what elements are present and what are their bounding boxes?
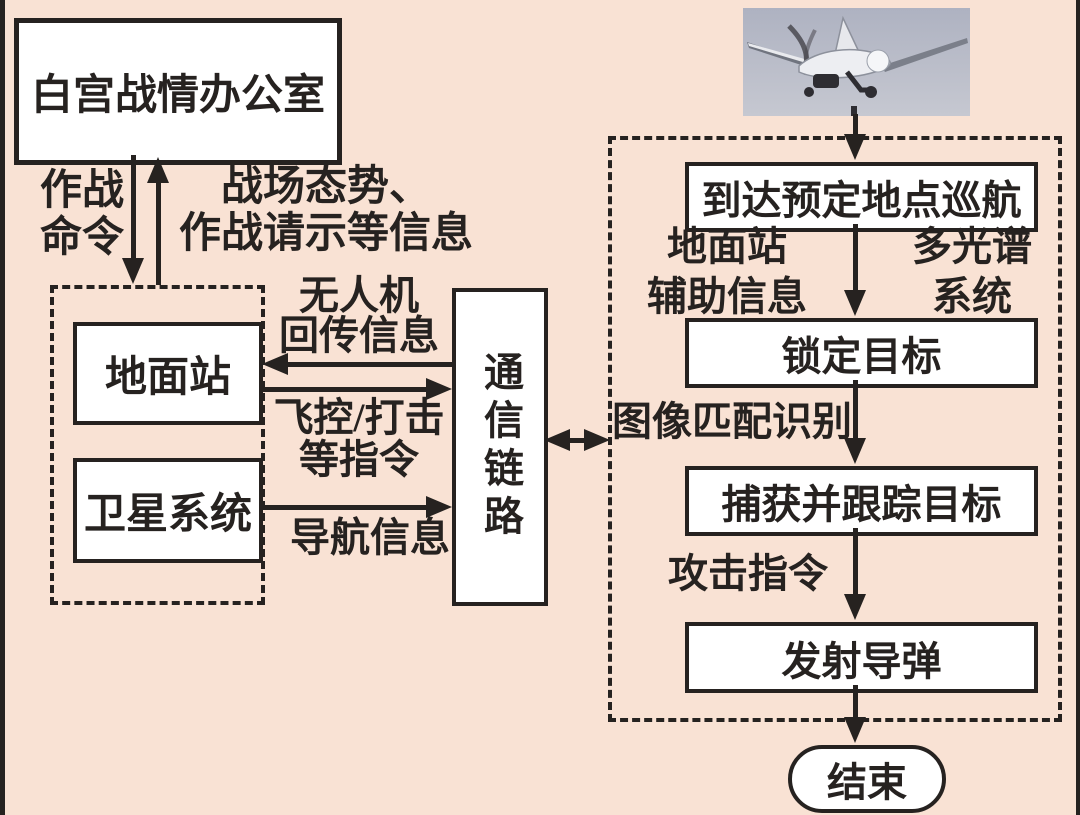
- edge-label-line: 飞控/打击: [273, 395, 445, 440]
- arrow-cruise-lock-line: [853, 224, 858, 292]
- edge-label-attack-command: 攻击指令: [668, 551, 838, 597]
- edge-label-ground-station-aux: 地面站 辅助信息: [645, 222, 809, 322]
- edge-label-line: 系统: [932, 274, 1012, 319]
- frame-right-edge: [1076, 0, 1080, 815]
- arrow-photo-cruise-head: [844, 134, 866, 160]
- edge-label-line: 战场态势、: [220, 164, 431, 210]
- node-label: 通信链路: [478, 351, 523, 543]
- uav-gear-wheel: [865, 86, 877, 98]
- uav-gear-wheel2: [804, 87, 814, 97]
- node-white-house-situation-office: 白宫战情办公室: [14, 18, 342, 165]
- frame-left-edge: [0, 0, 5, 815]
- edge-label-line: 作战请示等信息: [178, 211, 473, 258]
- datalink-left-head: [544, 429, 570, 451]
- uav-photo: [743, 8, 970, 116]
- node-label: 卫星系统: [83, 492, 252, 538]
- edge-label-uav-downlink: 无人机 回传信息: [268, 276, 450, 356]
- node-launch-missile: 发射导弹: [685, 622, 1038, 693]
- uav-gear-strut: [851, 106, 857, 116]
- edge-label-multispectral-system: 多光谱 系统: [890, 222, 1054, 322]
- arrow-command-down-line: [131, 155, 136, 265]
- node-satellite-system: 卫星系统: [73, 458, 263, 563]
- edge-label-navigation-info: 导航信息: [285, 515, 455, 561]
- group-ground-segment: [50, 285, 265, 605]
- edge-label-line: 辅助信息: [647, 274, 807, 319]
- arrow-flight-strike-line: [262, 387, 428, 392]
- node-label: 发射导弹: [781, 638, 942, 684]
- edge-label-flight-strike-cmd: 飞控/打击 等指令: [266, 397, 452, 481]
- arrow-capture-launch-head: [844, 594, 866, 620]
- arrow-lock-capture-head: [844, 438, 866, 464]
- node-end: 结束: [788, 745, 946, 813]
- edge-label-line: 无人机: [299, 273, 419, 318]
- edge-label-line: 命令: [39, 215, 124, 262]
- arrow-photo-cruise-line: [853, 114, 858, 136]
- edge-label-line: 导航信息: [290, 515, 450, 560]
- arrow-report-up-head: [147, 157, 169, 183]
- node-label: 锁定目标: [781, 334, 942, 379]
- node-label: 结束: [827, 760, 907, 805]
- edge-label-line: 图像匹配识别: [612, 399, 852, 444]
- datalink-right-head: [584, 429, 610, 451]
- edge-label-line: 多光谱: [912, 224, 1032, 269]
- arrow-uav-downlink-head: [262, 353, 288, 375]
- edge-label-line: 回传信息: [279, 313, 439, 358]
- arrow-launch-end-line: [853, 685, 858, 719]
- arrow-uav-downlink-line: [286, 362, 452, 367]
- edge-label-image-matching: 图像匹配识别: [612, 399, 862, 445]
- arrow-navigation-head: [426, 496, 452, 518]
- node-capture-track-target: 捕获并跟踪目标: [685, 466, 1038, 536]
- node-ground-station: 地面站: [73, 322, 263, 425]
- arrow-cruise-lock-head: [844, 290, 866, 316]
- datalink-dashed-line: [568, 438, 586, 443]
- group-uav-mission-flow: [608, 136, 1062, 722]
- edge-label-line: 地面站: [667, 224, 787, 269]
- uav-right-wing: [881, 38, 968, 72]
- edge-label-battlefield-report: 战场态势、 作战请示等信息: [170, 164, 482, 258]
- node-cruise-waypoint: 到达预定地点巡航: [685, 162, 1038, 232]
- arrow-navigation-line: [262, 505, 428, 510]
- node-label: 捕获并跟踪目标: [721, 482, 1002, 527]
- uav-sensor-pod: [813, 74, 839, 88]
- edge-label-combat-order: 作战 命令: [30, 168, 134, 262]
- arrow-launch-end-head: [844, 717, 866, 743]
- edge-label-line: 作战: [39, 168, 124, 214]
- node-communication-link: 通信链路: [452, 288, 548, 606]
- node-lock-target: 锁定目标: [685, 318, 1038, 388]
- edge-label-line: 攻击指令: [668, 551, 828, 596]
- uav-nose-dome: [866, 49, 890, 73]
- node-label: 白宫战情办公室: [30, 73, 325, 119]
- edge-label-line: 等指令: [299, 437, 419, 482]
- arrow-report-up-line: [156, 182, 161, 285]
- arrow-capture-launch-line: [853, 528, 858, 596]
- node-label: 地面站: [104, 355, 231, 401]
- node-label: 到达预定地点巡航: [701, 178, 1022, 223]
- arrow-flight-strike-head: [426, 378, 452, 400]
- arrow-command-down-head: [122, 258, 144, 284]
- arrow-lock-capture-line: [853, 380, 858, 440]
